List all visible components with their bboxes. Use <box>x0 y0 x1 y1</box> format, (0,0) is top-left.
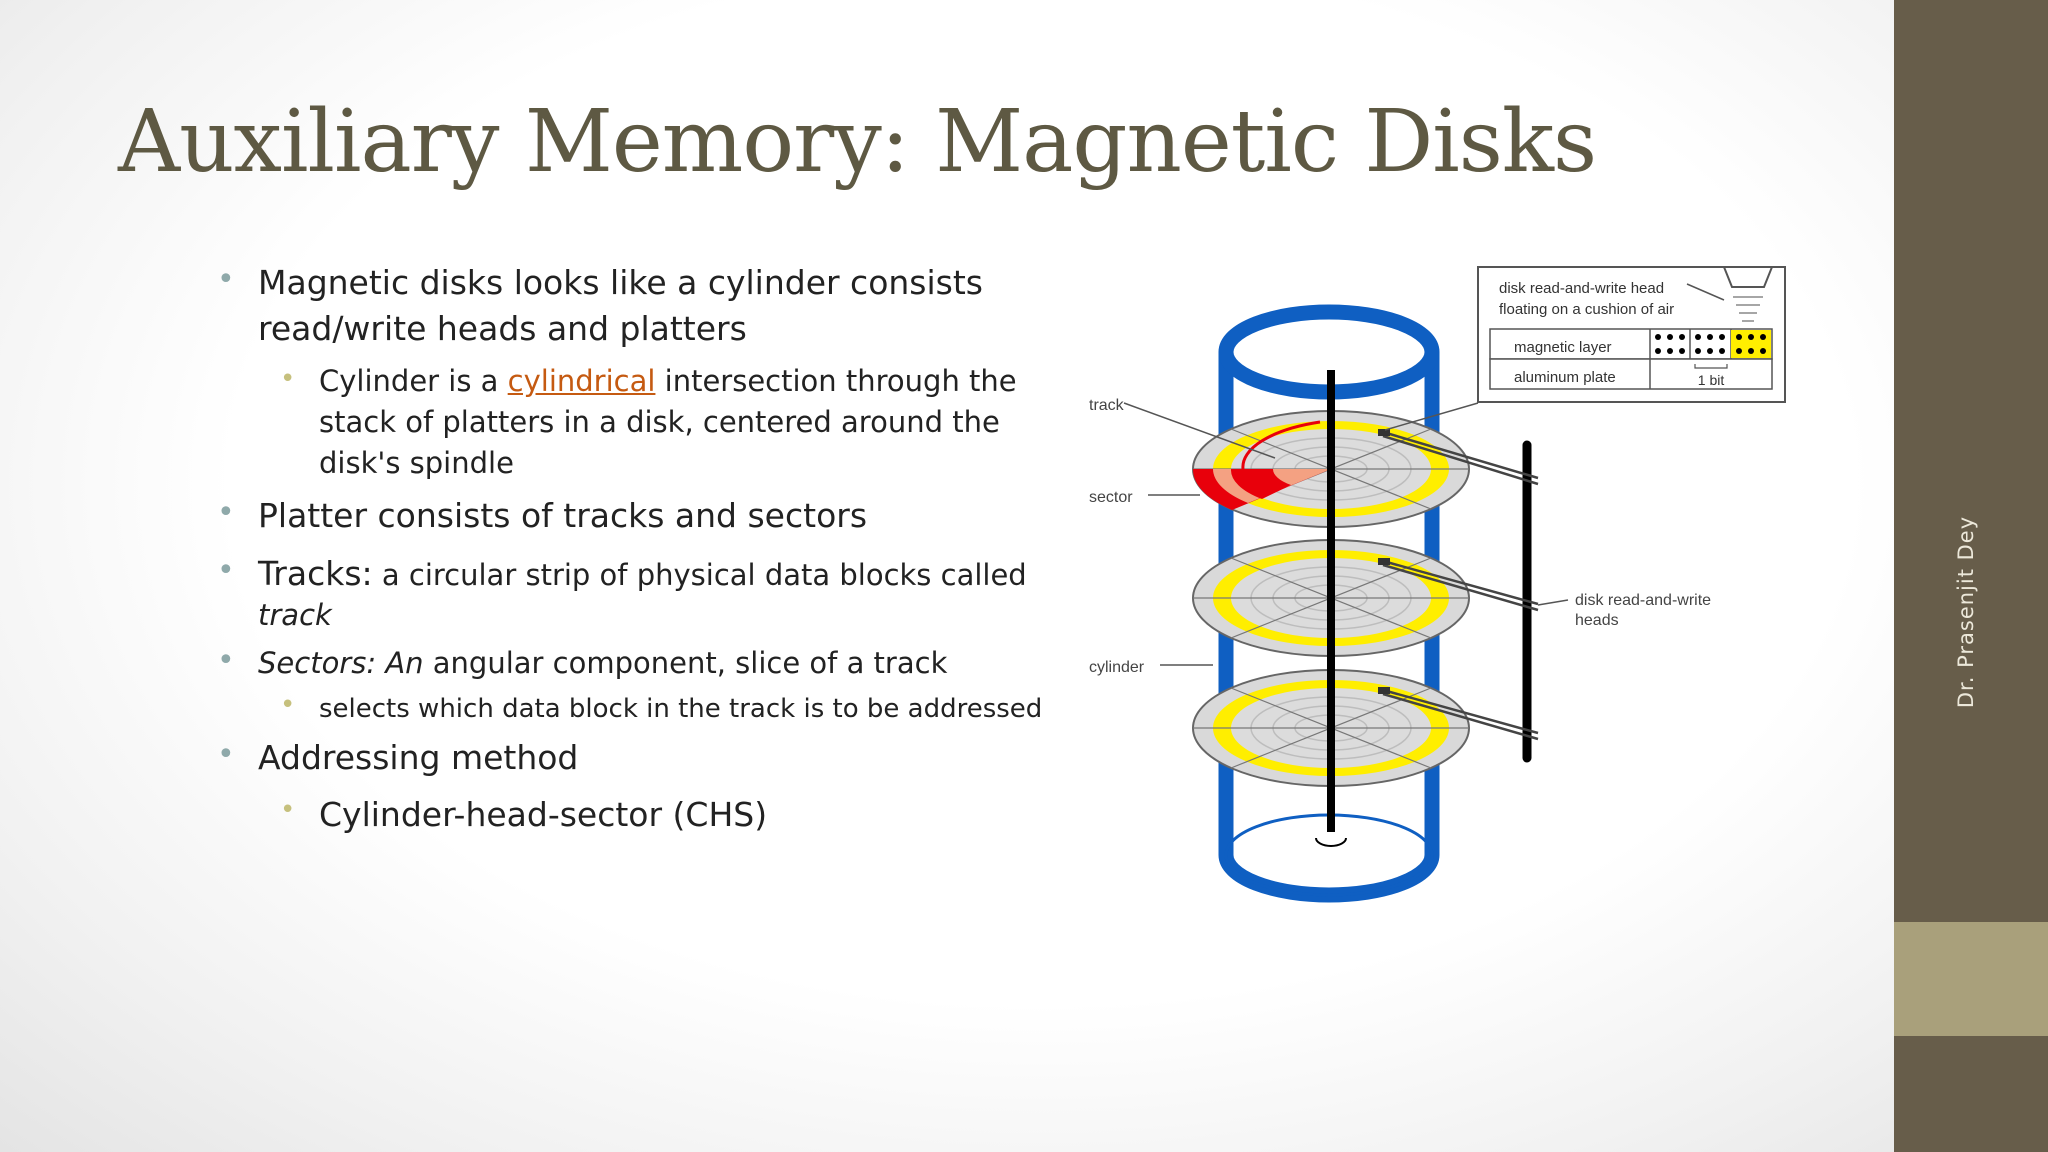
bullet-2: Platter consists of tracks and sectors <box>258 496 868 535</box>
bullet-dot: • <box>217 643 235 678</box>
bullet-dot: • <box>217 495 235 530</box>
slide-background <box>0 0 1894 1152</box>
label-heads-1: disk read-and-write <box>1575 592 1711 609</box>
bullet-1-line-1: Magnetic disks looks like a cylinder con… <box>258 263 983 302</box>
bullet-dot: • <box>217 553 235 588</box>
label-sector: sector <box>1089 489 1133 506</box>
sub-bullet-dot: • <box>280 690 296 720</box>
author-name: Dr. Prasenjit Dey <box>1954 515 1978 709</box>
track-highlight <box>1241 420 1321 470</box>
sectors-definition: angular component, slice of a track <box>423 646 948 680</box>
inset-one-bit: 1 bit <box>1698 372 1725 388</box>
read-write-arms <box>1382 430 1539 741</box>
bullet-5: Addressing method <box>258 738 579 777</box>
sidebar-accent-band <box>1894 922 2048 1036</box>
tracks-term: Tracks: <box>258 554 373 593</box>
inset-aluminum-plate: aluminum plate <box>1514 369 1616 386</box>
inset-detail-box: disk read-and-write head floating on a c… <box>1477 266 1786 403</box>
magnetic-disk-diagram: track sector cylinder disk read-and-writ… <box>1089 266 1786 903</box>
bullet-4: Sectors: An angular component, slice of … <box>258 643 947 684</box>
cylindrical-link[interactable]: cylindrical <box>507 364 656 398</box>
bullet-dot: • <box>217 737 235 772</box>
read-write-heads <box>1378 429 1390 694</box>
head-shape <box>1722 266 1774 288</box>
inset-line-2: floating on a cushion of air <box>1499 301 1674 318</box>
bullet-1a-line-2: stack of platters in a disk, centered ar… <box>319 405 1000 439</box>
bullet-3-line-2: track <box>258 598 332 632</box>
inset-magnetic-layer: magnetic layer <box>1514 339 1612 356</box>
bit-dots <box>1655 334 1766 354</box>
bullet-4a: selects which data block in the track is… <box>319 694 1043 724</box>
bullet-1a-line-3: disk's spindle <box>319 446 514 480</box>
bullet-1a-line-1: Cylinder is a cylindrical intersection t… <box>319 361 1017 402</box>
bullet-dot: • <box>217 262 235 297</box>
rotation-arrow <box>1315 837 1347 847</box>
slide-title: Auxiliary Memory: Magnetic Disks <box>118 92 1597 192</box>
inset-line-1: disk read-and-write head <box>1499 280 1664 297</box>
sector-segment <box>1230 469 1291 499</box>
label-cylinder: cylinder <box>1089 659 1145 676</box>
sub-bullet-dot: • <box>280 364 296 394</box>
bullet-1a-text-pre: Cylinder is a <box>319 364 508 398</box>
sectors-term: Sectors: An <box>258 646 424 680</box>
sub-bullet-dot: • <box>280 795 296 825</box>
tracks-definition: a circular strip of physical data blocks… <box>372 558 1027 592</box>
bullet-1-line-2: read/write heads and platters <box>258 309 747 348</box>
bullet-1a-text-post: intersection through the <box>655 364 1017 398</box>
bullet-3-line-1: Tracks: a circular strip of physical dat… <box>258 551 1027 597</box>
label-heads-2: heads <box>1575 612 1619 629</box>
label-track: track <box>1089 397 1125 414</box>
bullet-5a: Cylinder-head-sector (CHS) <box>319 795 768 834</box>
